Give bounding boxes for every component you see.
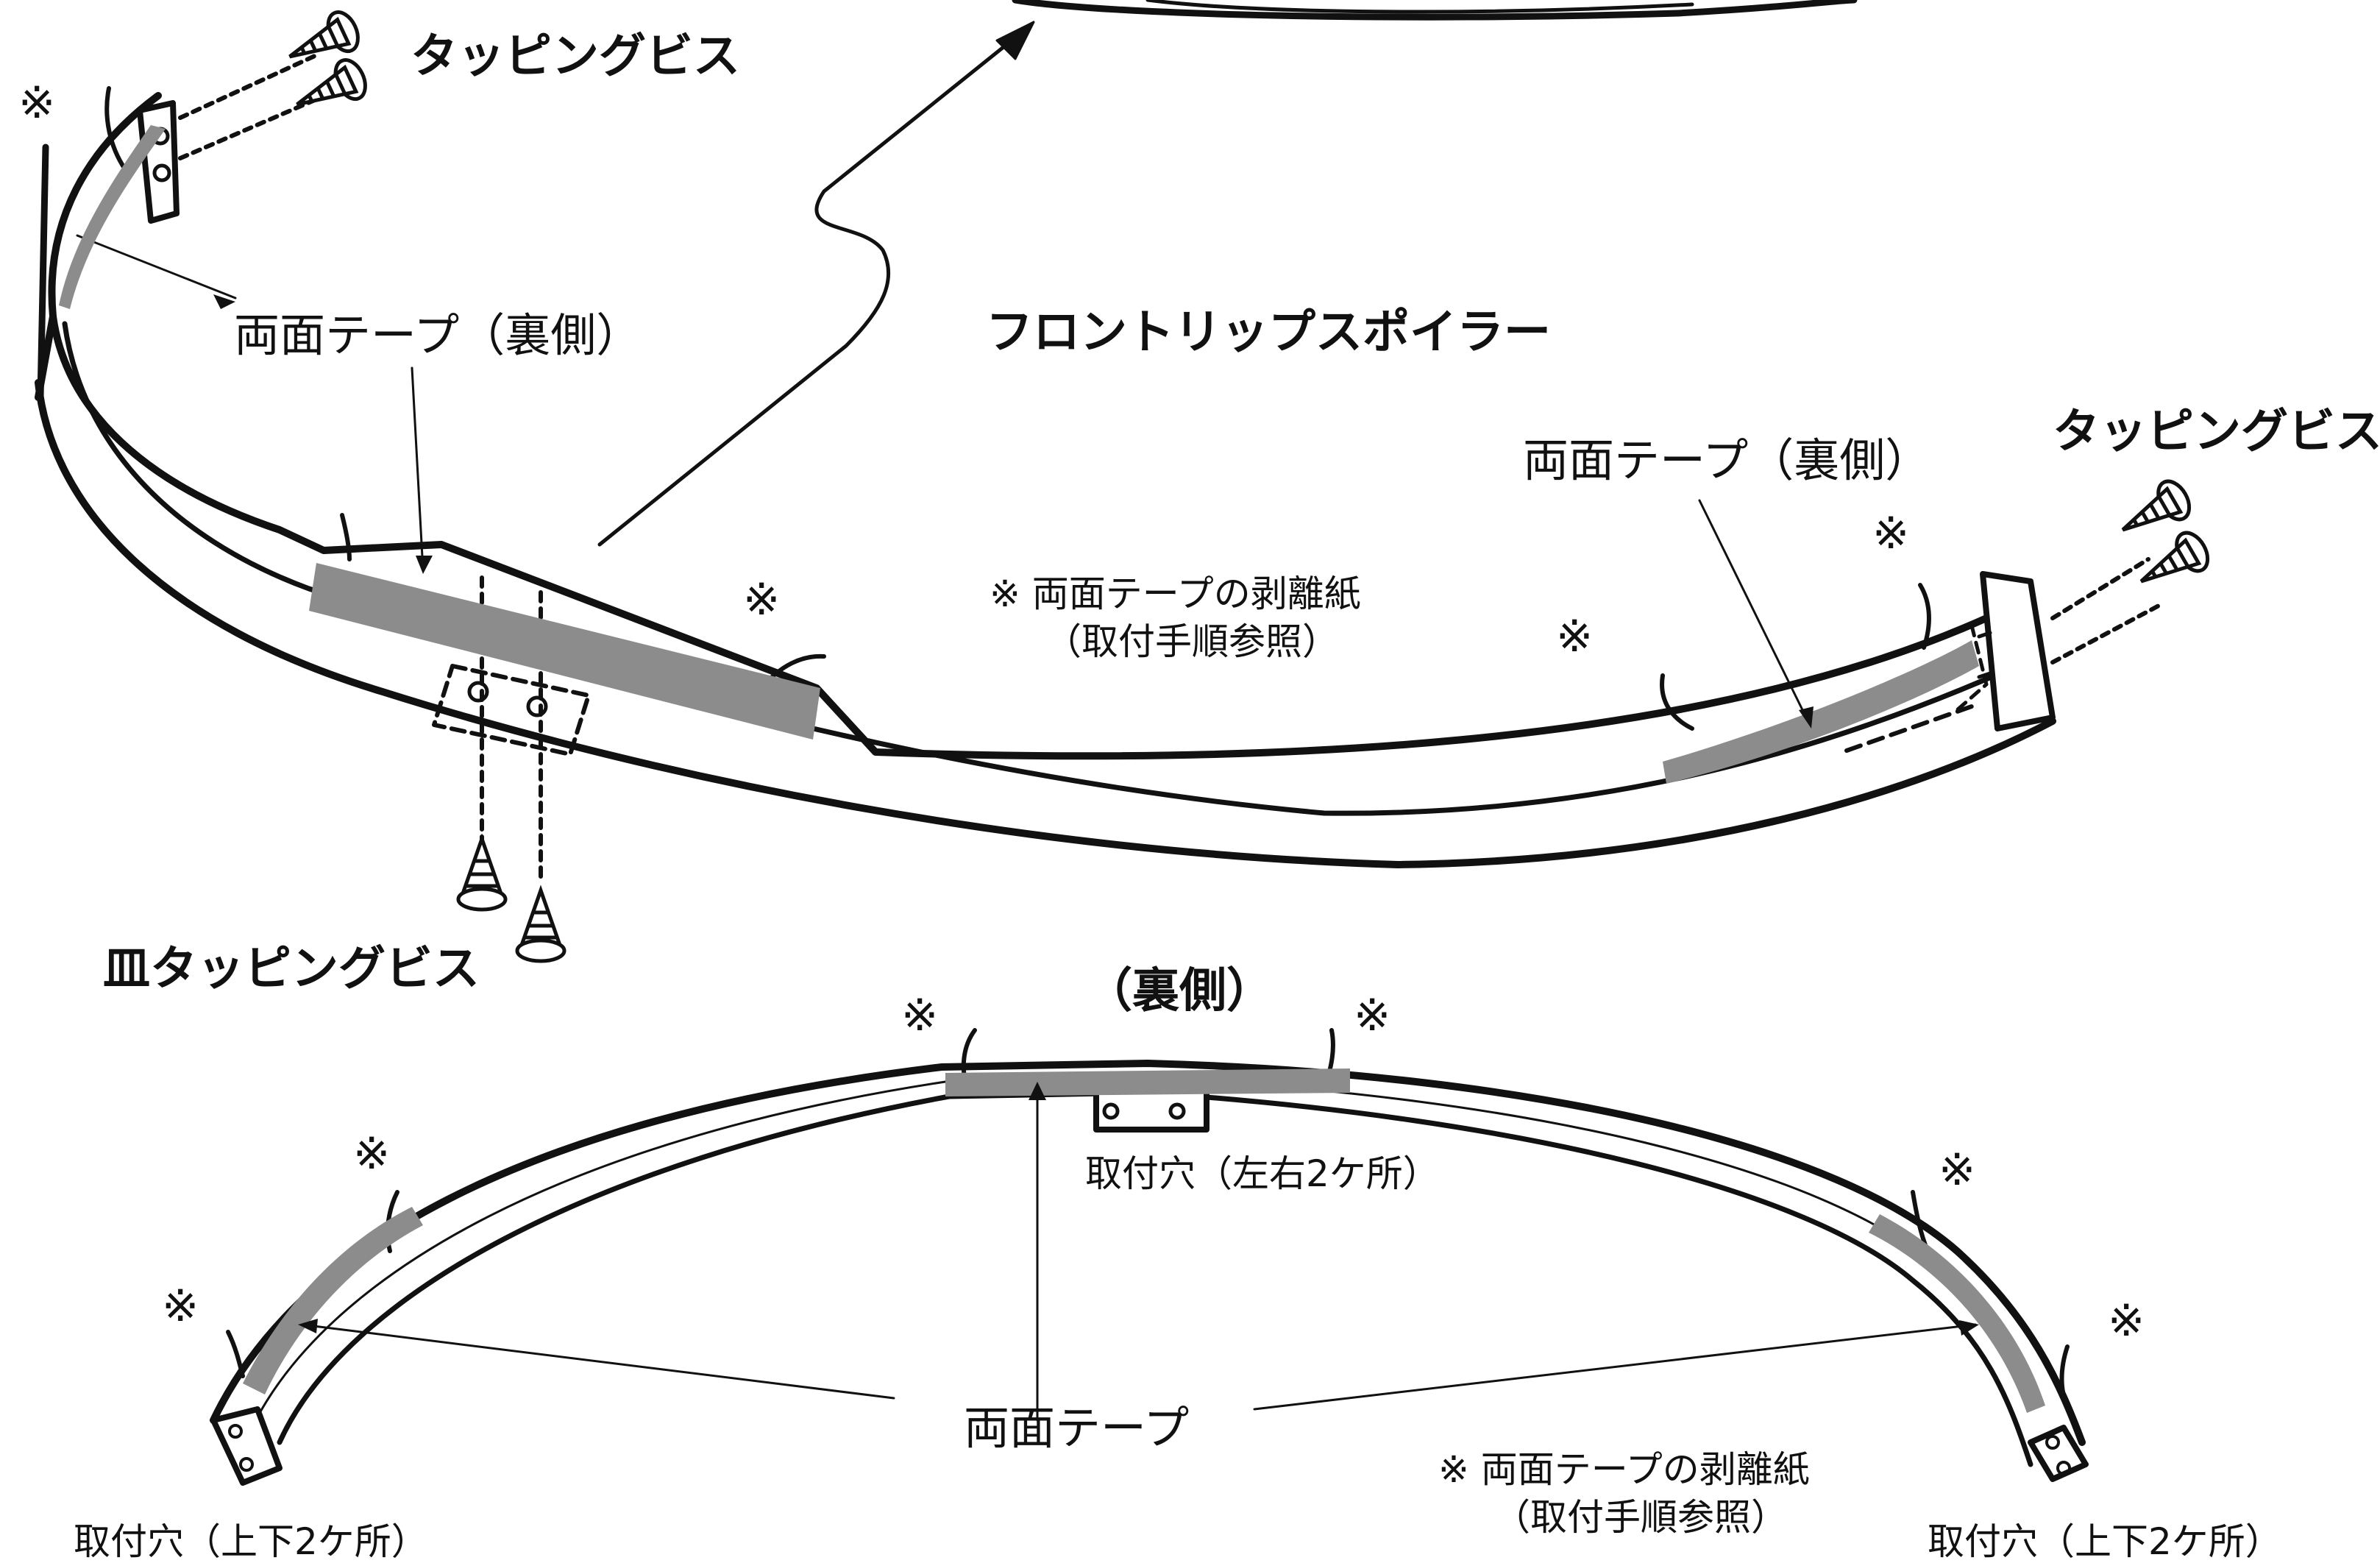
tapping-screw-label-left: タッピングビス xyxy=(411,29,740,84)
note-line-2: （取付手順参照） xyxy=(1493,1496,1788,1539)
left-end-bracket xyxy=(137,100,180,224)
spoiler-top-edge xyxy=(48,92,1990,760)
spoiler-bottom-edge xyxy=(35,379,2056,868)
release-mark: ※ xyxy=(18,77,56,129)
screw-icon xyxy=(2139,531,2210,584)
flat-screw-icon xyxy=(456,833,508,912)
tape-left-long xyxy=(309,563,820,740)
note-line-1: ※ 両面テープの剥離紙 xyxy=(990,573,1361,615)
spoiler-title: フロントリップスポイラー xyxy=(986,305,1551,360)
tape-u-left xyxy=(243,1207,423,1394)
tape-label-top-left: 両面テープ（裏側） xyxy=(234,308,642,362)
tab-u-left-2 xyxy=(226,1330,245,1378)
center-hole-label: 取付穴（左右2ケ所） xyxy=(1085,1152,1440,1195)
leader-arrowheads xyxy=(213,294,1979,1336)
release-mark: ※ xyxy=(162,1280,199,1332)
flat-tapping-screws xyxy=(456,833,566,963)
tab-mid-left xyxy=(340,513,352,561)
underside-inner-edge xyxy=(277,1090,2033,1467)
note-line-1: ※ 両面テープの剥離紙 xyxy=(1438,1448,1810,1491)
tape-right xyxy=(1663,640,1979,784)
tab-right-2 xyxy=(1918,583,1931,650)
note-line-2: （取付手順参照） xyxy=(1045,620,1339,663)
underside-title: （裏側） xyxy=(1085,964,1274,1018)
screw-icon xyxy=(296,58,367,107)
tab-right-1 xyxy=(1660,673,1694,731)
bumper-outline xyxy=(1012,0,1858,21)
tapping-screws-left xyxy=(288,10,367,107)
tab-top-left xyxy=(104,86,127,171)
tape-label-underside: 両面テープ xyxy=(964,1401,1190,1455)
right-end-bracket xyxy=(1980,571,2056,731)
right-end-piece xyxy=(2028,1425,2089,1482)
tape-u-center xyxy=(945,1068,1350,1096)
tape-label-top-right: 両面テープ（裏側） xyxy=(1523,433,1931,487)
screw-icon xyxy=(2121,479,2192,532)
tape-strips-underside xyxy=(243,1068,2045,1413)
front-lip-spoiler-top-view xyxy=(35,0,2165,885)
center-bracket xyxy=(1093,1086,1209,1133)
release-paper-note-bottom: ※ 両面テープの剥離紙 （取付手順参照） xyxy=(1438,1446,1810,1542)
tapping-screws-right xyxy=(2121,479,2210,584)
release-mark: ※ xyxy=(2108,1295,2145,1347)
tapping-screw-label-right: タッピングビス xyxy=(2053,405,2380,459)
left-hole-label: 取付穴（上下2ケ所） xyxy=(74,1520,428,1563)
flat-tapping-screw-label: 皿タッピングビス xyxy=(103,942,480,996)
tab-u-right-2 xyxy=(2059,1344,2070,1408)
release-mark: ※ xyxy=(1939,1144,1976,1196)
tape-left-end xyxy=(59,125,166,309)
flat-screw-icon xyxy=(515,885,566,963)
release-mark: ※ xyxy=(901,990,939,1041)
screw-icon xyxy=(288,10,360,59)
release-mark: ※ xyxy=(1354,990,1391,1041)
release-mark: ※ xyxy=(743,574,781,625)
release-mark: ※ xyxy=(1556,611,1594,662)
spoiler-mid-edge xyxy=(62,321,2011,816)
release-mark: ※ xyxy=(353,1128,391,1180)
fit-arrow xyxy=(597,24,1032,547)
release-paper-note-top: ※ 両面テープの剥離紙 （取付手順参照） xyxy=(990,570,1361,666)
tape-strips-top xyxy=(59,125,1979,784)
right-hole-label: 取付穴（上下2ケ所） xyxy=(1928,1520,2282,1563)
release-mark: ※ xyxy=(1872,508,1910,559)
tape-u-right xyxy=(1869,1214,2045,1413)
